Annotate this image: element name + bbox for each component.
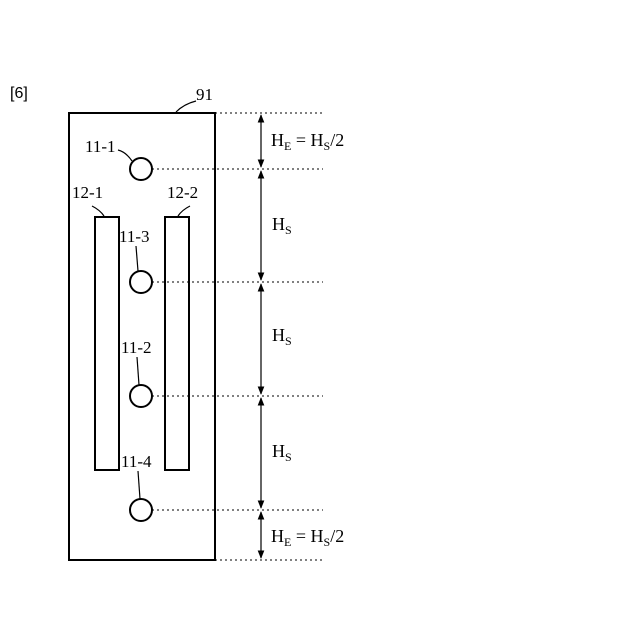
slot-12-2-leader bbox=[178, 206, 190, 216]
dim-top-rhs-tail: /2 bbox=[330, 130, 344, 150]
dimension-label-bottom: HE = HS/2 bbox=[271, 526, 344, 549]
hole-11-4 bbox=[130, 499, 152, 521]
dim-top-sub: E bbox=[284, 139, 291, 153]
dim-bottom-eq: = bbox=[291, 526, 310, 546]
dim-top-rhs-main: H bbox=[311, 130, 324, 150]
dim-span-3-sub: S bbox=[285, 450, 292, 464]
dim-span-1-sub: S bbox=[285, 223, 292, 237]
slot-12-1-label: 12-1 bbox=[72, 183, 103, 202]
hole-11-1 bbox=[130, 158, 152, 180]
hole-11-2-leader bbox=[137, 357, 139, 385]
hole-11-3-leader bbox=[136, 246, 138, 271]
hole-11-4-leader bbox=[138, 471, 140, 499]
dimension-label-span-2: HS bbox=[272, 325, 292, 348]
dim-span-2-sub: S bbox=[285, 334, 292, 348]
dim-top-rhs-sub: S bbox=[324, 139, 331, 153]
hole-11-2 bbox=[130, 385, 152, 407]
slot-12-1 bbox=[95, 217, 119, 470]
dim-top-eq: = bbox=[291, 130, 310, 150]
dim-bottom-sub: E bbox=[284, 535, 291, 549]
hole-11-1-leader bbox=[118, 150, 132, 161]
hole-11-2-label: 11-2 bbox=[121, 338, 152, 357]
slot-12-2 bbox=[165, 217, 189, 470]
dim-span-1-main: H bbox=[272, 214, 285, 234]
dim-bottom-rhs-main: H bbox=[311, 526, 324, 546]
board-ref-label: 91 bbox=[196, 85, 213, 104]
hole-11-3 bbox=[130, 271, 152, 293]
dim-top-main: H bbox=[271, 130, 284, 150]
dimension-label-top: HE = HS/2 bbox=[271, 130, 344, 153]
dim-span-3-main: H bbox=[272, 441, 285, 461]
dim-bottom-rhs-tail: /2 bbox=[330, 526, 344, 546]
board-ref-leader bbox=[176, 101, 196, 112]
hole-11-1-label: 11-1 bbox=[85, 137, 116, 156]
hole-11-4-label: 11-4 bbox=[121, 452, 152, 471]
slot-12-2-label: 12-2 bbox=[167, 183, 198, 202]
dim-bottom-rhs-sub: S bbox=[324, 535, 331, 549]
dimension-label-span-3: HS bbox=[272, 441, 292, 464]
slot-12-1-leader bbox=[92, 206, 104, 216]
hole-11-3-label: 11-3 bbox=[119, 227, 150, 246]
figure-number-label: [6] bbox=[10, 85, 28, 102]
dim-bottom-main: H bbox=[271, 526, 284, 546]
dimension-label-span-1: HS bbox=[272, 214, 292, 237]
dim-span-2-main: H bbox=[272, 325, 285, 345]
